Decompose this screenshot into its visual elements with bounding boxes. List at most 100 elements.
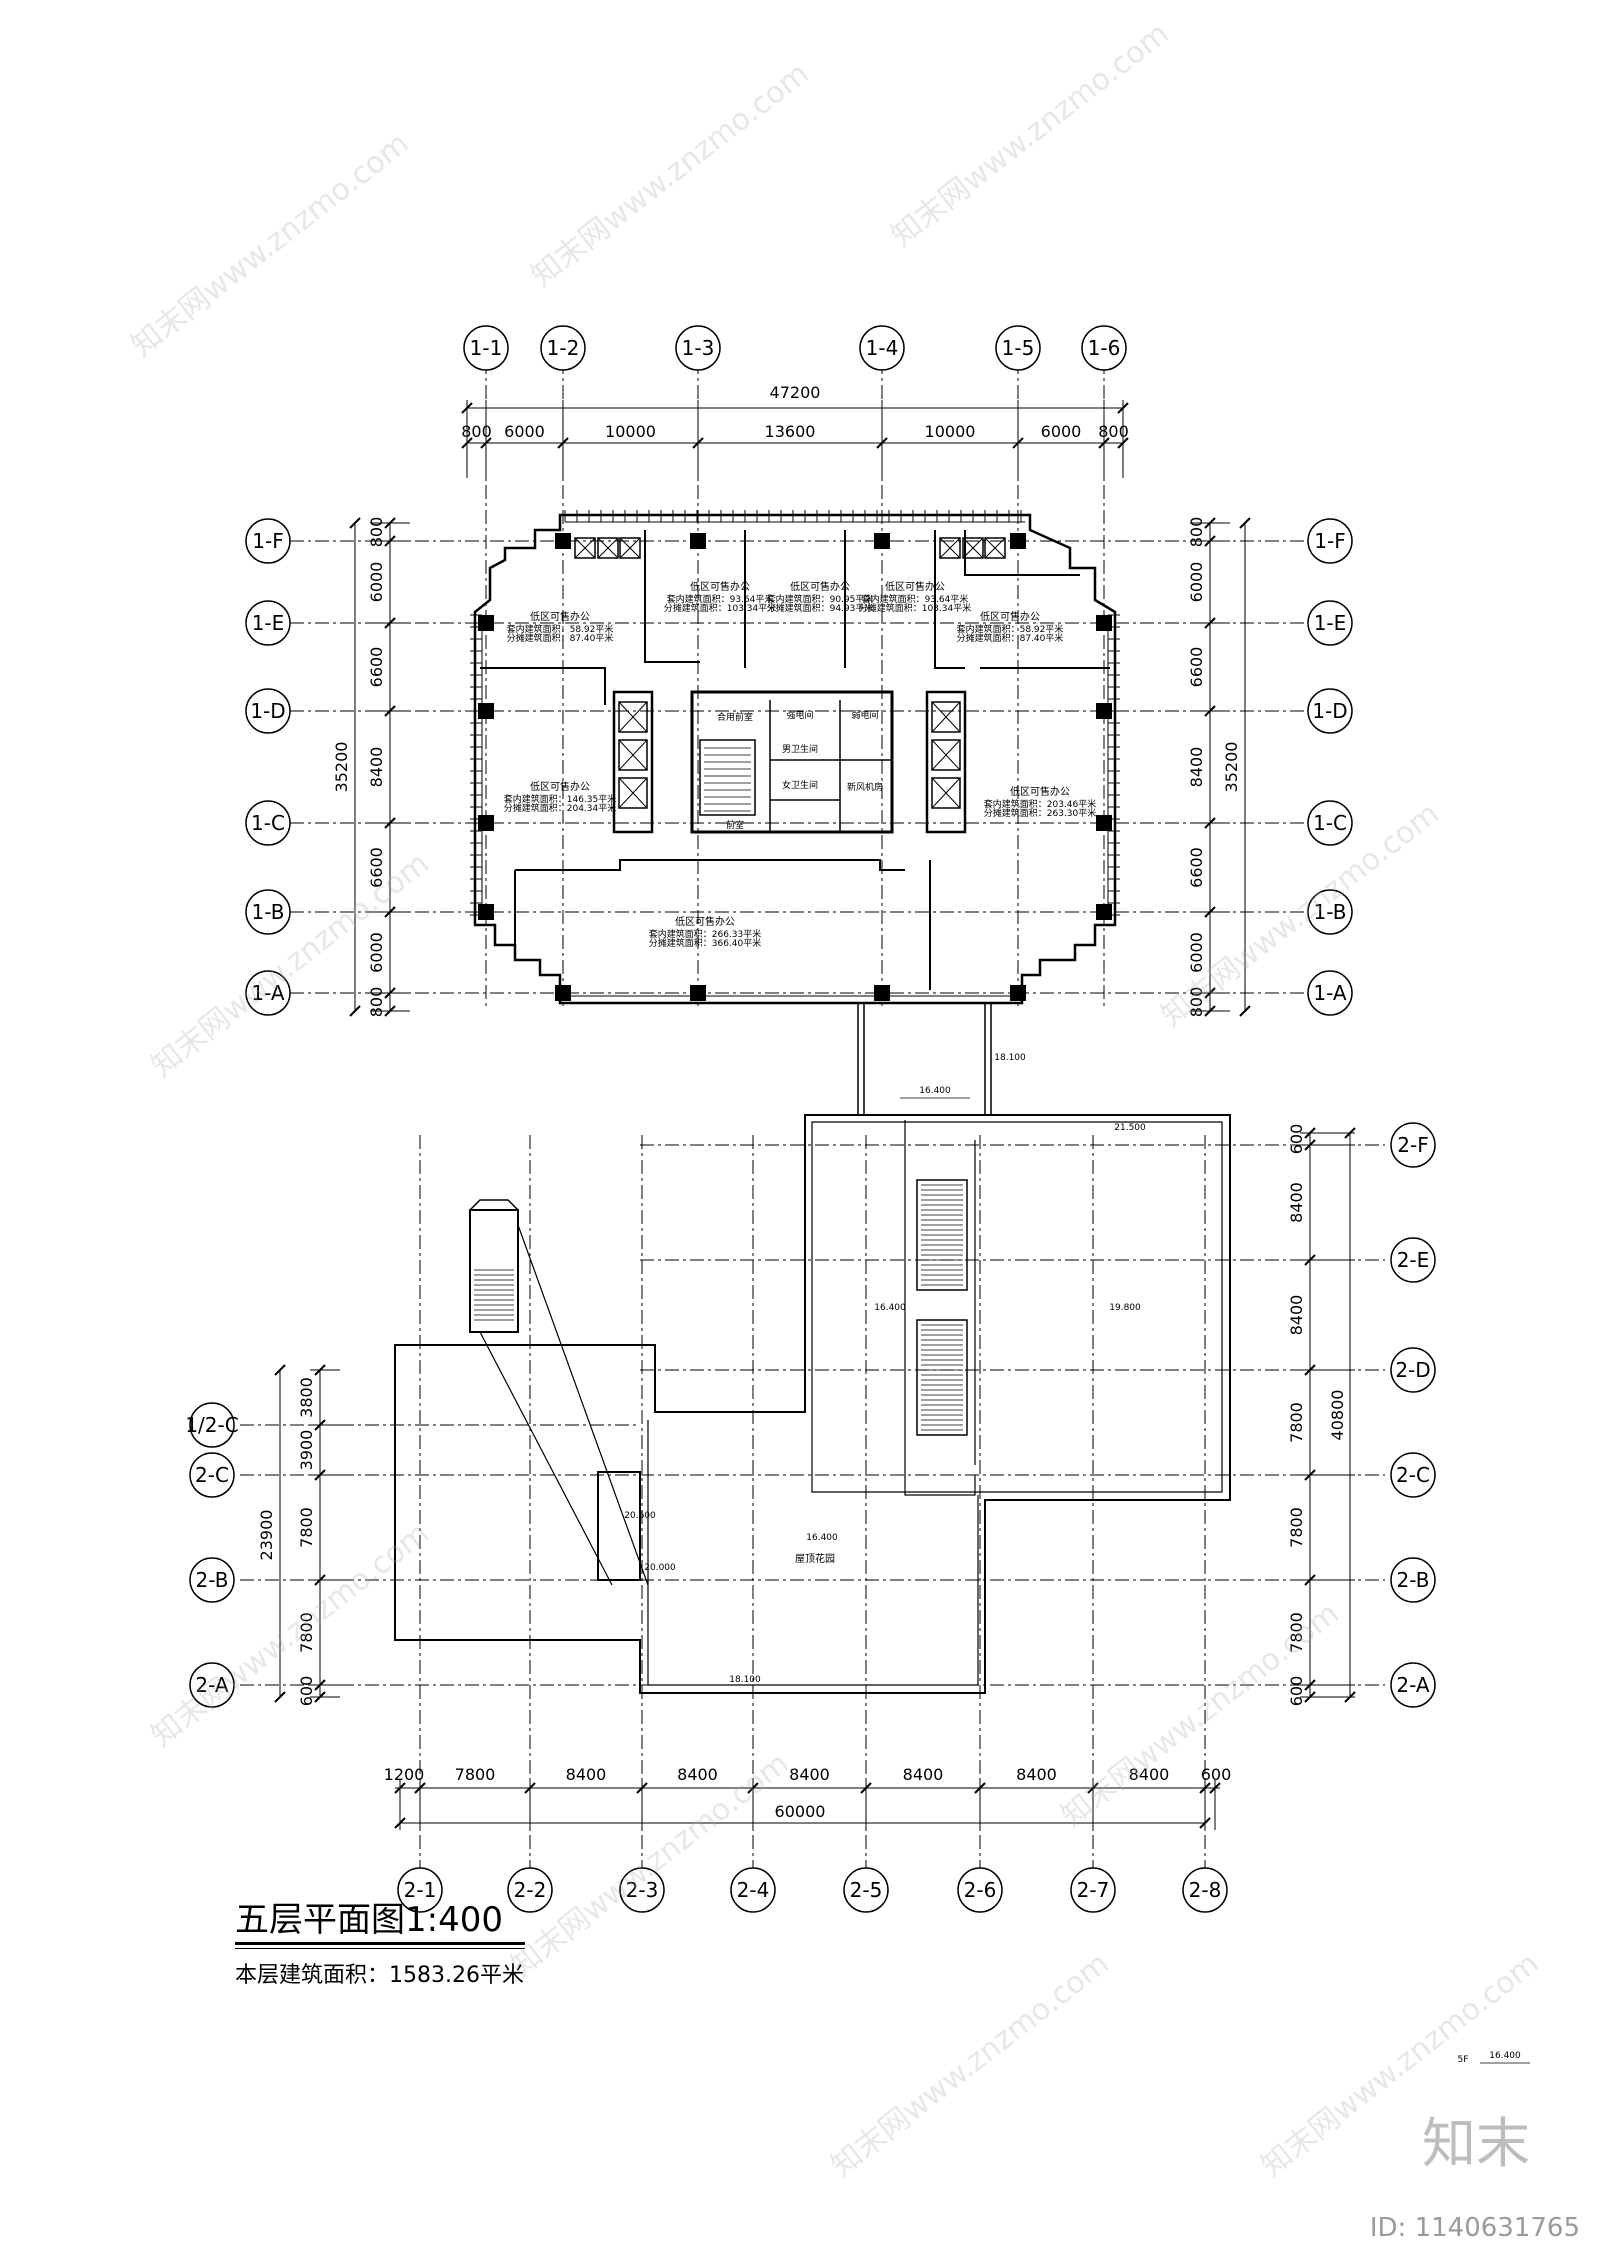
dim-tower-left-5: 6000 bbox=[367, 932, 386, 973]
dim-podium-left-3: 7800 bbox=[297, 1612, 316, 1653]
room-area-shared-4: 分摊建筑面积：87.40平米 bbox=[957, 632, 1064, 644]
axis-bubble-left-1-A: 1-A bbox=[245, 970, 291, 1016]
tower-curtain-wall bbox=[481, 521, 1109, 997]
shaft-box-0 bbox=[574, 537, 596, 559]
svg-text:2-2: 2-2 bbox=[514, 1878, 547, 1902]
room-area-shared-2: 分摊建筑面积：94.93平米 bbox=[767, 602, 874, 614]
column-14 bbox=[874, 985, 890, 1001]
room-name-0: 低区可售办公 bbox=[530, 610, 590, 623]
axis-bubble-2-B: 2-B bbox=[189, 1557, 235, 1603]
axis-bubble-2-4: 2-4 bbox=[730, 1867, 776, 1913]
dim-podium-bottom-0: 1200 bbox=[384, 1765, 425, 1784]
core-label-6: 前室 bbox=[726, 819, 744, 831]
room-area-inner-4: 套内建筑面积：58.92平米 bbox=[957, 623, 1064, 635]
core-label-5: 新风机房 bbox=[847, 781, 883, 793]
grid-lines bbox=[240, 360, 1385, 1875]
dim-podium-left-1: 3900 bbox=[297, 1430, 316, 1471]
level-mark-value: 16.400 bbox=[1489, 2051, 1521, 2061]
column-0 bbox=[555, 533, 571, 549]
column-5 bbox=[1096, 615, 1112, 631]
dim-tower-right-3: 8400 bbox=[1187, 747, 1206, 788]
axis-bubble-left-1-D: 1-D bbox=[245, 688, 291, 734]
axis-bubble-1/2-C: 1/2-C bbox=[185, 1402, 239, 1448]
room-name-5: 低区可售办公 bbox=[530, 780, 590, 793]
svg-text:2-B: 2-B bbox=[1397, 1568, 1430, 1592]
svg-text:2-E: 2-E bbox=[1397, 1248, 1430, 1272]
axis-bubble-1-1: 1-1 bbox=[463, 325, 509, 371]
stair-core bbox=[699, 739, 756, 816]
core-label-1: 强电间 bbox=[786, 709, 813, 721]
column-4 bbox=[478, 615, 494, 631]
dim-podium-right-5: 7800 bbox=[1287, 1612, 1306, 1653]
dim-podium-bottom-1: 7800 bbox=[455, 1765, 496, 1784]
column-7 bbox=[1096, 703, 1112, 719]
svg-text:1-1: 1-1 bbox=[470, 336, 503, 360]
svg-text:2-C: 2-C bbox=[1396, 1463, 1430, 1487]
stair-lower bbox=[916, 1319, 968, 1436]
room-area-inner-1: 套内建筑面积：93.64平米 bbox=[667, 593, 774, 605]
column-9 bbox=[1096, 815, 1112, 831]
podium-inner-edge bbox=[647, 1121, 1223, 1686]
room-area-shared-5: 分摊建筑面积：204.34平米 bbox=[504, 802, 617, 814]
stair-tower bbox=[469, 1209, 519, 1333]
dim-tower-left-3: 8400 bbox=[367, 747, 386, 788]
axis-bubble-right-1-D: 1-D bbox=[1307, 688, 1353, 734]
room-area-inner-6: 套内建筑面积：203.46平米 bbox=[984, 798, 1097, 810]
elev-atrium-right: 19.800 bbox=[1109, 1303, 1141, 1313]
axis-bubble-2-A: 2-A bbox=[189, 1662, 235, 1708]
axis-bubble-right-1-E: 1-E bbox=[1307, 600, 1353, 646]
svg-text:2-A: 2-A bbox=[195, 1673, 229, 1697]
shaft-box-5 bbox=[984, 537, 1006, 559]
svg-text:2-6: 2-6 bbox=[964, 1878, 997, 1902]
axis-bubble-2-2: 2-2 bbox=[507, 1867, 553, 1913]
svg-text:1-D: 1-D bbox=[250, 699, 285, 723]
elev-stair-low: 20.000 bbox=[644, 1563, 676, 1573]
dim-tower-right-0: 800 bbox=[1187, 517, 1206, 548]
dim-podium-right-3: 7800 bbox=[1287, 1402, 1306, 1443]
diagonal-ramp bbox=[479, 1224, 649, 1586]
stair-upper bbox=[916, 1179, 968, 1291]
axis-bubble-2-6: 2-6 bbox=[957, 1867, 1003, 1913]
dim-podium-bottom-4: 8400 bbox=[789, 1765, 830, 1784]
dim-tower-total-width: 47200 bbox=[770, 383, 821, 402]
axis-bubble-1-2: 1-2 bbox=[540, 325, 586, 371]
dim-tower-right-6: 800 bbox=[1187, 987, 1206, 1018]
column-11 bbox=[1096, 904, 1112, 920]
room-area-shared-6: 分摊建筑面积：263.30平米 bbox=[984, 807, 1097, 819]
dim-podium-left-total: 23900 bbox=[257, 1510, 276, 1561]
dim-tower-left-6: 800 bbox=[367, 987, 386, 1018]
elevator-core-right bbox=[925, 690, 967, 834]
svg-text:2-A: 2-A bbox=[1396, 1673, 1430, 1697]
room-area-shared-0: 分摊建筑面积：87.40平米 bbox=[507, 632, 614, 644]
central-core bbox=[690, 690, 894, 834]
elev-stair-top: 20.600 bbox=[624, 1511, 656, 1521]
axis-bubble-2-D: 2-D bbox=[1390, 1347, 1436, 1393]
svg-text:1-F: 1-F bbox=[252, 529, 283, 553]
office-partitions-low bbox=[514, 859, 931, 990]
drawing-title: 五层平面图1:400 bbox=[235, 1900, 503, 1940]
elevator-car-3 bbox=[931, 701, 961, 733]
axis-bubble-2-E: 2-E bbox=[1390, 1237, 1436, 1283]
elev-top-roof: 21.500 bbox=[1114, 1123, 1146, 1133]
dim-podium-left-2: 7800 bbox=[297, 1507, 316, 1548]
dimension-lines bbox=[274, 400, 1530, 2064]
atrium-edge bbox=[904, 1120, 976, 1496]
dim-tower-depth-right: 35200 bbox=[1222, 742, 1241, 793]
shaft-box-3 bbox=[939, 537, 961, 559]
svg-text:2-1: 2-1 bbox=[404, 1878, 437, 1902]
axis-bubble-2-8: 2-8 bbox=[1182, 1867, 1228, 1913]
stair-tower-cap bbox=[469, 1199, 519, 1211]
connecting-bridge bbox=[857, 1003, 992, 1115]
room-name-3: 低区可售办公 bbox=[885, 580, 945, 593]
room-name-4: 低区可售办公 bbox=[980, 610, 1040, 623]
column-15 bbox=[1010, 985, 1026, 1001]
elev-bridge: 18.100 bbox=[994, 1053, 1026, 1063]
dim-tower-top-4: 10000 bbox=[925, 422, 976, 441]
column-3 bbox=[1010, 533, 1026, 549]
elevator-car-4 bbox=[931, 739, 961, 771]
svg-text:1-6: 1-6 bbox=[1088, 336, 1121, 360]
svg-text:1-D: 1-D bbox=[1312, 699, 1347, 723]
axis-bubble-2-C: 2-C bbox=[1390, 1452, 1436, 1498]
column-8 bbox=[478, 815, 494, 831]
